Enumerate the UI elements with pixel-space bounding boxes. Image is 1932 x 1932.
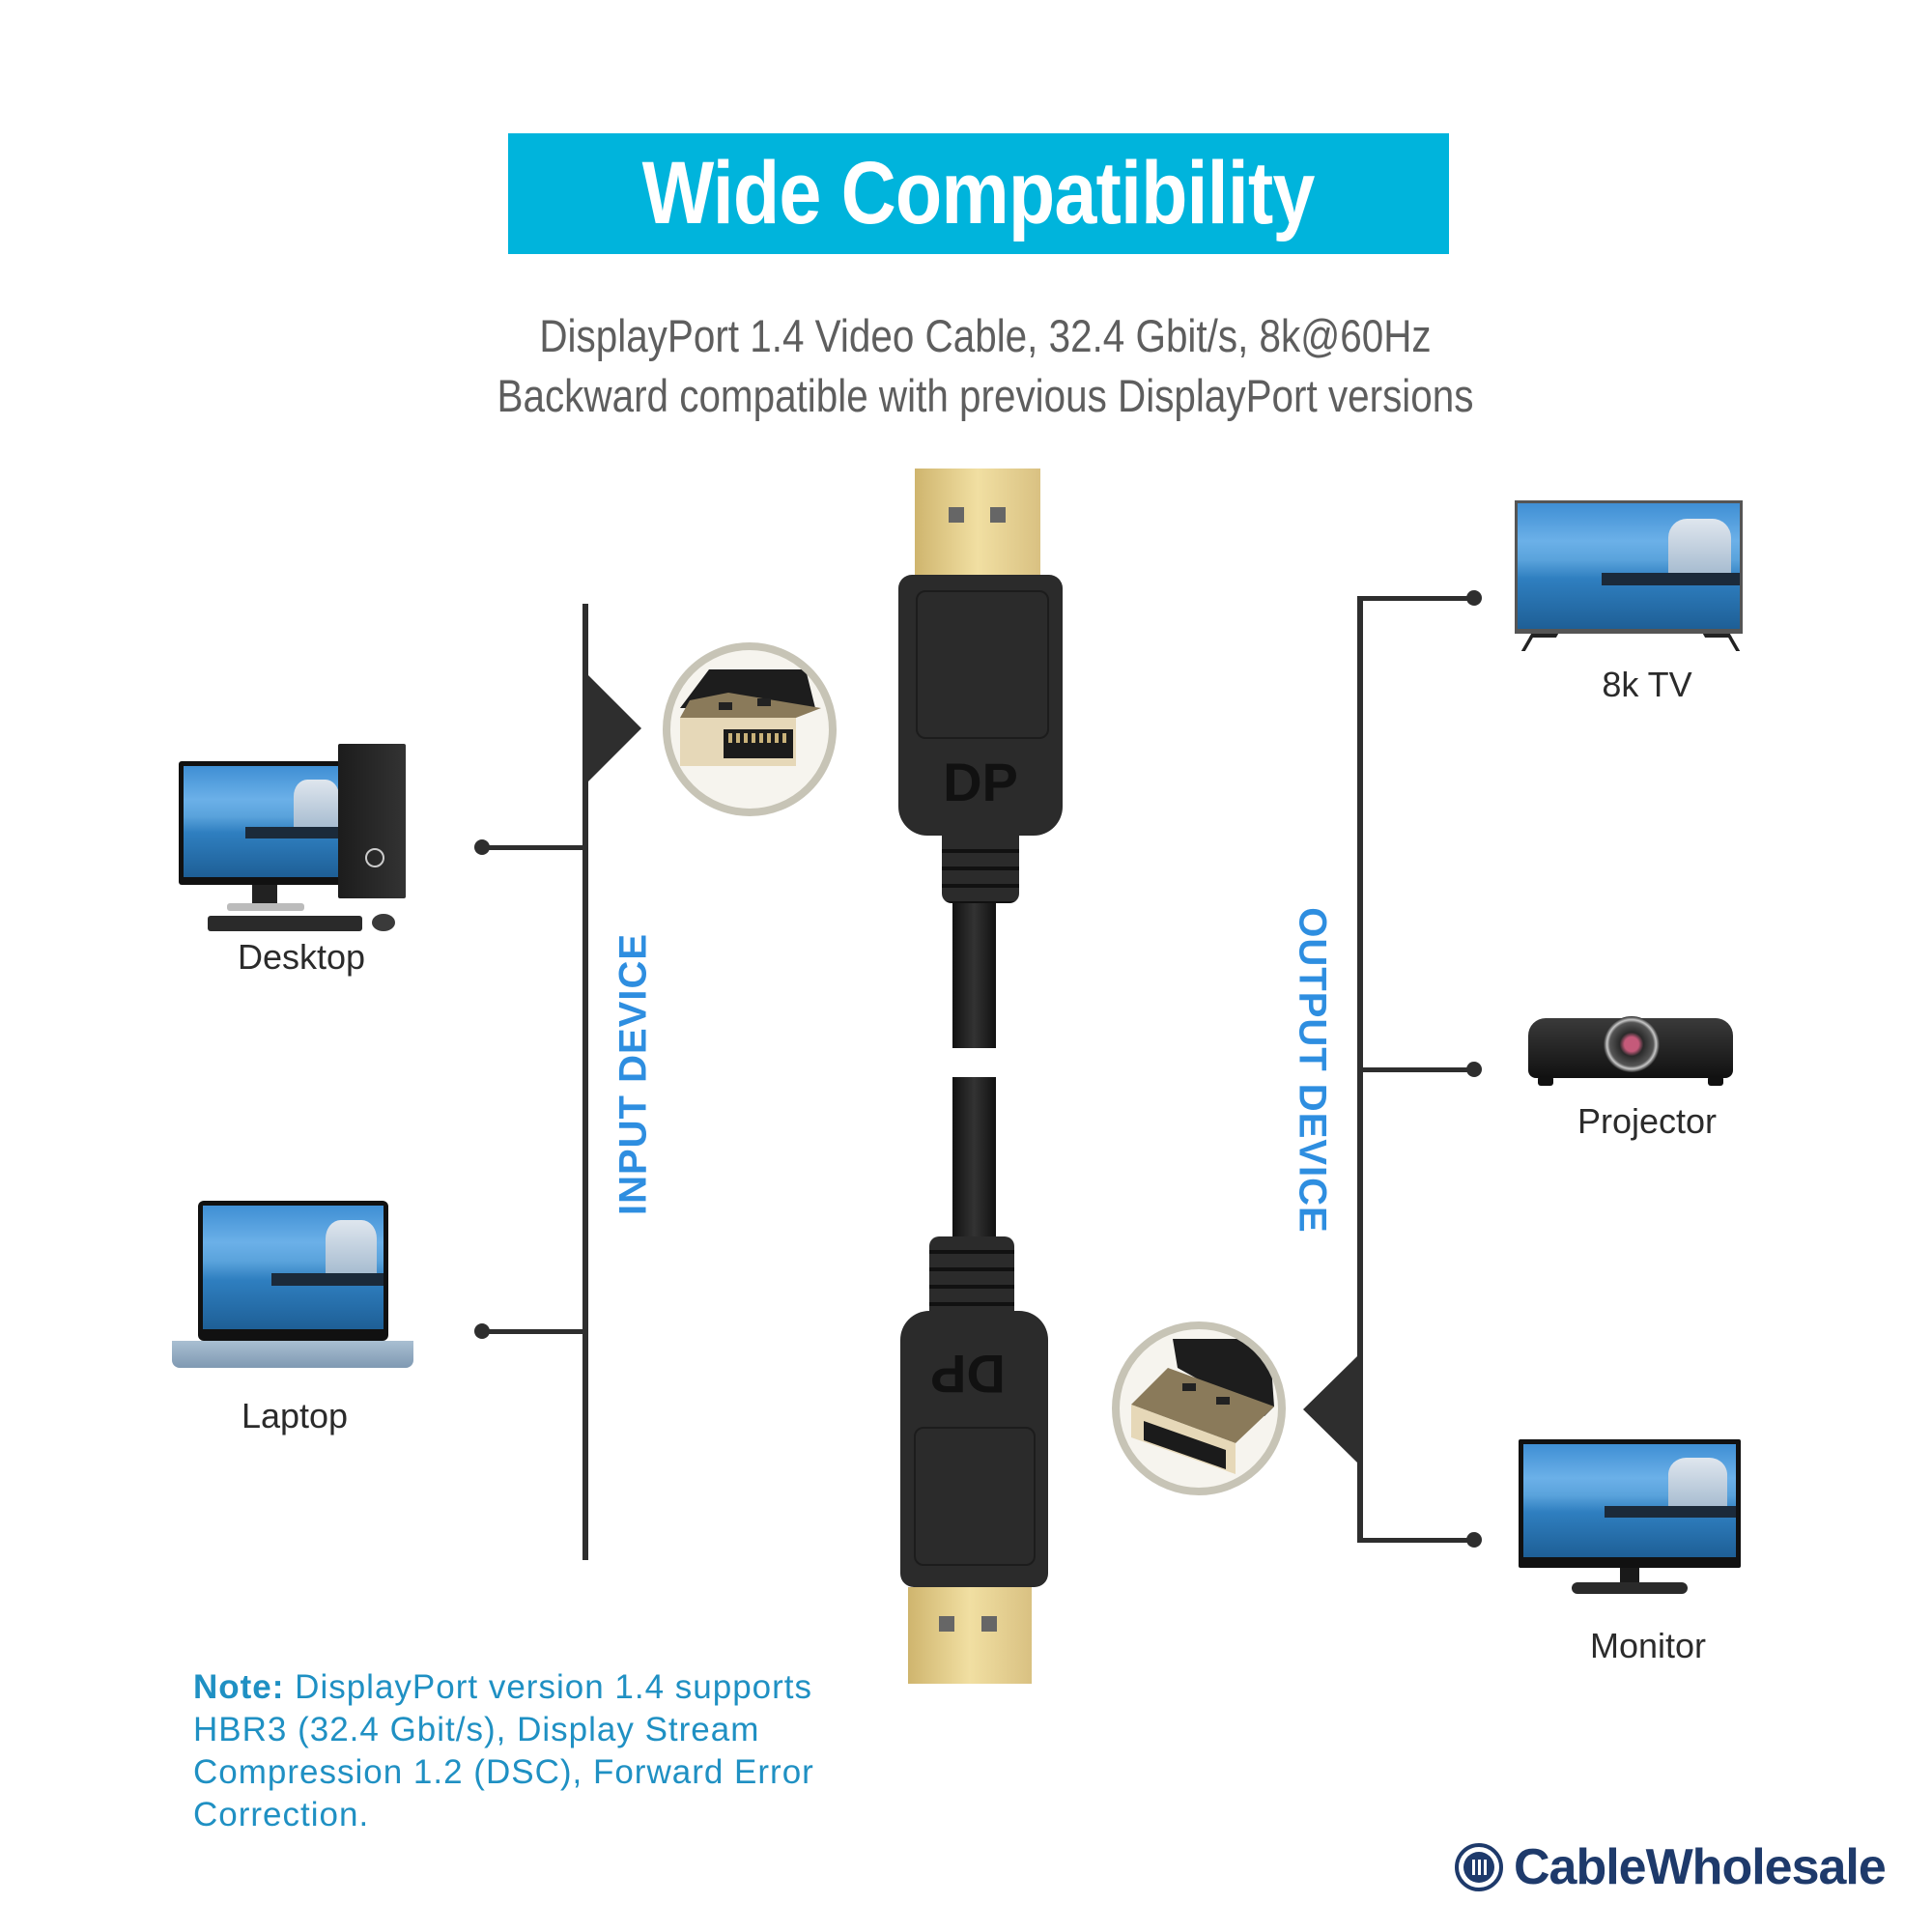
subtitle-line-1: DisplayPort 1.4 Video Cable, 32.4 Gbit/s… xyxy=(539,310,1432,361)
projector-label: Projector xyxy=(1577,1101,1718,1141)
input-device-label: INPUT DEVICE xyxy=(611,932,655,1216)
projector-lens-icon xyxy=(1604,1016,1660,1072)
input-vertical-line xyxy=(582,604,588,1560)
brand-name: CableWholesale xyxy=(1514,1839,1887,1895)
monitor-label: Monitor xyxy=(1589,1626,1707,1665)
displayport-cable: DP DP xyxy=(898,464,1063,1690)
top-connector-housing: DP xyxy=(898,575,1063,836)
note-text: Note: DisplayPort version 1.4 supports H… xyxy=(193,1666,850,1836)
note-prefix: Note: xyxy=(193,1668,285,1706)
device-projector xyxy=(1528,1012,1733,1090)
tv-icon xyxy=(1515,500,1743,634)
projector-connector-dot xyxy=(1466,1062,1482,1077)
device-8k-tv xyxy=(1515,500,1743,651)
desktop-branch-line xyxy=(483,845,585,850)
device-desktop xyxy=(179,734,415,931)
dp-connector-closeup-icon xyxy=(1131,1339,1274,1474)
desktop-tower-icon xyxy=(338,744,406,898)
device-laptop xyxy=(172,1201,413,1370)
bottom-strain-relief xyxy=(929,1236,1014,1312)
laptop-connector-dot xyxy=(474,1323,490,1339)
dp-logo-icon: DP xyxy=(943,752,1018,812)
desktop-monitor-icon xyxy=(179,761,351,885)
tv-label: 8k TV xyxy=(1602,665,1692,704)
output-connector-closeup xyxy=(1112,1321,1286,1495)
cablewholesale-logo-icon xyxy=(1455,1843,1503,1891)
page-title: Wide Compatibility xyxy=(642,144,1316,242)
laptop-label: Laptop xyxy=(241,1396,349,1435)
monitor-branch-line xyxy=(1357,1538,1473,1543)
cable-segment-top xyxy=(952,903,996,1048)
output-pointer-triangle-icon xyxy=(1303,1354,1359,1464)
laptop-icon xyxy=(198,1201,388,1341)
dp-logo-icon: DP xyxy=(930,1344,1006,1405)
title-banner: Wide Compatibility xyxy=(508,133,1449,254)
monitor-icon xyxy=(1519,1439,1741,1568)
input-pointer-triangle-icon xyxy=(585,672,641,784)
laptop-branch-line xyxy=(483,1329,585,1334)
input-connector-closeup xyxy=(663,642,837,816)
projector-branch-line xyxy=(1357,1067,1473,1072)
brand-logo: CableWholesale xyxy=(1454,1838,1887,1896)
bottom-connector-tip xyxy=(908,1587,1032,1684)
desktop-label: Desktop xyxy=(237,937,366,977)
keyboard-icon xyxy=(208,916,362,931)
monitor-connector-dot xyxy=(1466,1532,1482,1548)
mouse-icon xyxy=(372,914,395,931)
subtitle-line-2: Backward compatible with previous Displa… xyxy=(497,370,1474,421)
dp-connector-closeup-icon xyxy=(680,669,821,766)
note-body: DisplayPort version 1.4 supports HBR3 (3… xyxy=(193,1668,814,1833)
bottom-connector-housing: DP xyxy=(900,1311,1048,1587)
output-device-label: OUTPUT DEVICE xyxy=(1291,907,1334,1234)
device-monitor xyxy=(1519,1439,1743,1594)
tv-connector-dot xyxy=(1466,590,1482,606)
top-strain-relief xyxy=(942,836,1019,903)
cable-segment-bottom xyxy=(952,1077,996,1256)
tv-branch-line xyxy=(1357,596,1473,601)
desktop-connector-dot xyxy=(474,839,490,855)
top-connector-tip xyxy=(915,469,1040,575)
